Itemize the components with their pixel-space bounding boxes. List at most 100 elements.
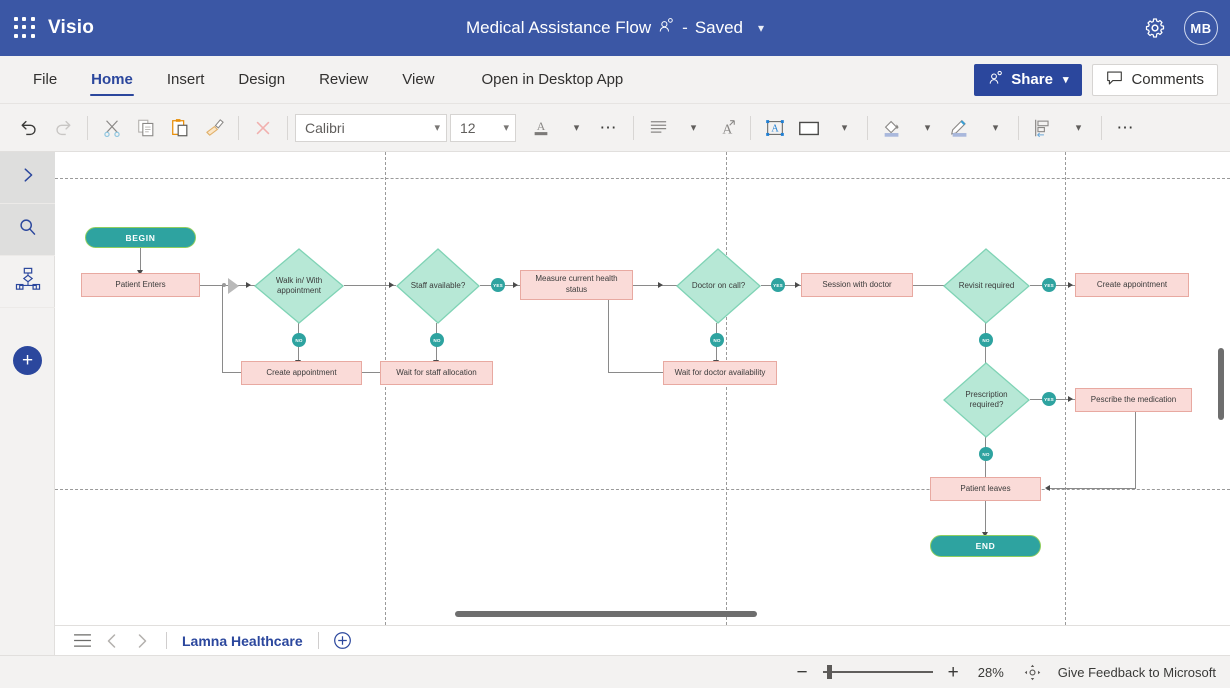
arrange-position-icon[interactable] <box>1026 111 1060 145</box>
shape-doctor-on-call-decision[interactable]: Doctor on call? <box>676 248 761 324</box>
shape-revisit-required-decision[interactable]: Revisit required <box>943 248 1030 324</box>
document-title-area: Medical Assistance Flow - Saved ▾ <box>405 17 825 39</box>
shape-begin[interactable]: BEGIN <box>85 227 196 248</box>
font-more-options-icon[interactable]: ⋯ <box>599 118 619 137</box>
chevron-left-icon[interactable] <box>99 629 125 653</box>
search-shapes-button[interactable] <box>0 204 55 256</box>
font-size-dropdown[interactable]: 12 ▾ <box>450 113 516 142</box>
tab-review[interactable]: Review <box>319 71 369 88</box>
avatar[interactable]: MB <box>1184 11 1218 45</box>
fill-chevron-icon[interactable]: ▾ <box>924 122 931 134</box>
undo-icon[interactable] <box>12 111 46 145</box>
font-color-chevron-icon[interactable]: ▾ <box>573 122 580 134</box>
tab-design[interactable]: Design <box>238 71 286 88</box>
shape-label: Measure current health status <box>535 274 618 294</box>
zoom-in-icon[interactable]: + <box>947 661 959 683</box>
text-direction-icon[interactable]: A <box>709 111 743 145</box>
line-color-icon[interactable] <box>943 111 977 145</box>
gear-icon[interactable] <box>1142 15 1168 41</box>
diagram-canvas[interactable]: BEGIN Patient Enters Walk in/ With appoi… <box>55 152 1230 625</box>
chevron-right-icon[interactable] <box>129 629 155 653</box>
align-chevron-icon[interactable]: ▾ <box>690 122 697 134</box>
clipboard-paste-icon[interactable] <box>163 111 197 145</box>
shape-icon[interactable] <box>792 111 826 145</box>
shape-walk-in-decision[interactable]: Walk in/ With appointment <box>253 248 345 324</box>
shape-end[interactable]: END <box>930 535 1041 557</box>
chevron-down-icon[interactable]: ▾ <box>758 21 765 35</box>
zoom-slider-track <box>822 671 933 673</box>
shape-patient-leaves[interactable]: Patient leaves <box>930 477 1041 501</box>
shape-create-appointment-2[interactable]: Create appointment <box>1075 273 1189 297</box>
copy-icon[interactable] <box>129 111 163 145</box>
share-button[interactable]: Share ▾ <box>974 63 1083 96</box>
auto-connect-arrow-icon[interactable] <box>228 278 239 294</box>
connector <box>140 248 141 272</box>
pagebar-divider <box>166 632 167 649</box>
align-text-icon[interactable] <box>641 111 675 145</box>
app-launcher-icon[interactable] <box>14 17 36 39</box>
line-chevron-icon[interactable]: ▾ <box>992 122 999 134</box>
fit-to-window-icon[interactable] <box>1023 662 1043 682</box>
chevron-down-icon: ▾ <box>503 122 509 134</box>
arrow-head <box>513 282 518 288</box>
page-guide-vertical <box>1065 152 1066 625</box>
connector <box>913 285 963 286</box>
redo-icon[interactable] <box>46 111 80 145</box>
page-guide-horizontal <box>55 489 1230 490</box>
arrow-head <box>1045 485 1050 491</box>
tab-insert[interactable]: Insert <box>166 71 205 88</box>
page-tab-lamna-healthcare[interactable]: Lamna Healthcare <box>182 632 303 649</box>
expand-panel-button[interactable] <box>0 152 55 204</box>
format-painter-icon[interactable] <box>197 111 231 145</box>
page-list-icon[interactable] <box>69 629 95 653</box>
fill-color-icon[interactable] <box>875 111 909 145</box>
tab-view[interactable]: View <box>402 71 435 88</box>
shape-wait-for-staff[interactable]: Wait for staff allocation <box>380 361 493 385</box>
feedback-link[interactable]: Give Feedback to Microsoft <box>1057 664 1216 680</box>
connector <box>985 497 986 539</box>
zoom-slider[interactable] <box>822 665 933 679</box>
shape-chevron-icon[interactable]: ▾ <box>841 122 848 134</box>
pagebar-divider <box>317 632 319 649</box>
shape-prescription-required-decision[interactable]: Prescription required? <box>943 362 1030 438</box>
horizontal-scrollbar[interactable] <box>455 611 757 617</box>
open-in-desktop-app-button[interactable]: Open in Desktop App <box>481 71 624 88</box>
share-label: Share <box>1011 71 1053 88</box>
delete-x-icon[interactable] <box>246 111 280 145</box>
add-page-icon[interactable] <box>330 628 356 654</box>
scissors-icon[interactable] <box>95 111 129 145</box>
edge-label-doctor-yes: YES <box>771 278 785 292</box>
zoom-slider-thumb[interactable] <box>826 665 832 679</box>
zoom-out-icon[interactable]: − <box>796 661 808 683</box>
shape-measure-health[interactable]: Measure current health status <box>520 270 633 300</box>
connector <box>222 372 241 373</box>
edge-label-prescription-no: NO <box>979 447 993 461</box>
font-color-icon[interactable]: A <box>524 111 558 145</box>
shape-session-with-doctor[interactable]: Session with doctor <box>801 273 913 297</box>
arrange-chevron-icon[interactable]: ▾ <box>1075 122 1082 134</box>
comments-button[interactable]: Comments <box>1092 63 1218 96</box>
add-plus-icon[interactable]: + <box>13 346 42 375</box>
insert-textbox-icon[interactable]: A <box>758 111 792 145</box>
shape-prescribe-medication[interactable]: Pescribe the medication <box>1075 388 1192 412</box>
shape-wait-for-doctor[interactable]: Wait for doctor availability <box>663 361 777 385</box>
tab-home[interactable]: Home <box>76 56 148 103</box>
shape-create-appointment-1[interactable]: Create appointment <box>241 361 362 385</box>
chevron-down-icon: ▾ <box>1062 74 1069 86</box>
connector <box>985 437 986 485</box>
shape-label: Patient Enters <box>115 279 166 289</box>
page-title[interactable]: Medical Assistance Flow <box>465 18 652 37</box>
app-name[interactable]: Visio <box>48 17 95 38</box>
connector <box>608 285 609 373</box>
shape-patient-enters[interactable]: Patient Enters <box>81 273 200 297</box>
comments-label: Comments <box>1131 71 1204 88</box>
font-name-dropdown[interactable]: Calibri ▾ <box>295 113 447 142</box>
more-options-icon[interactable]: ⋯ <box>1116 118 1136 137</box>
shape-label: Wait for doctor availability <box>674 367 766 377</box>
tab-file[interactable]: File <box>33 71 58 88</box>
title-separator: - <box>682 18 688 37</box>
vertical-scrollbar[interactable] <box>1218 348 1224 420</box>
shape-staff-available-decision[interactable]: Staff available? <box>396 248 480 324</box>
shapes-panel-button[interactable] <box>0 256 55 308</box>
shape-label: Session with doctor <box>822 279 892 289</box>
